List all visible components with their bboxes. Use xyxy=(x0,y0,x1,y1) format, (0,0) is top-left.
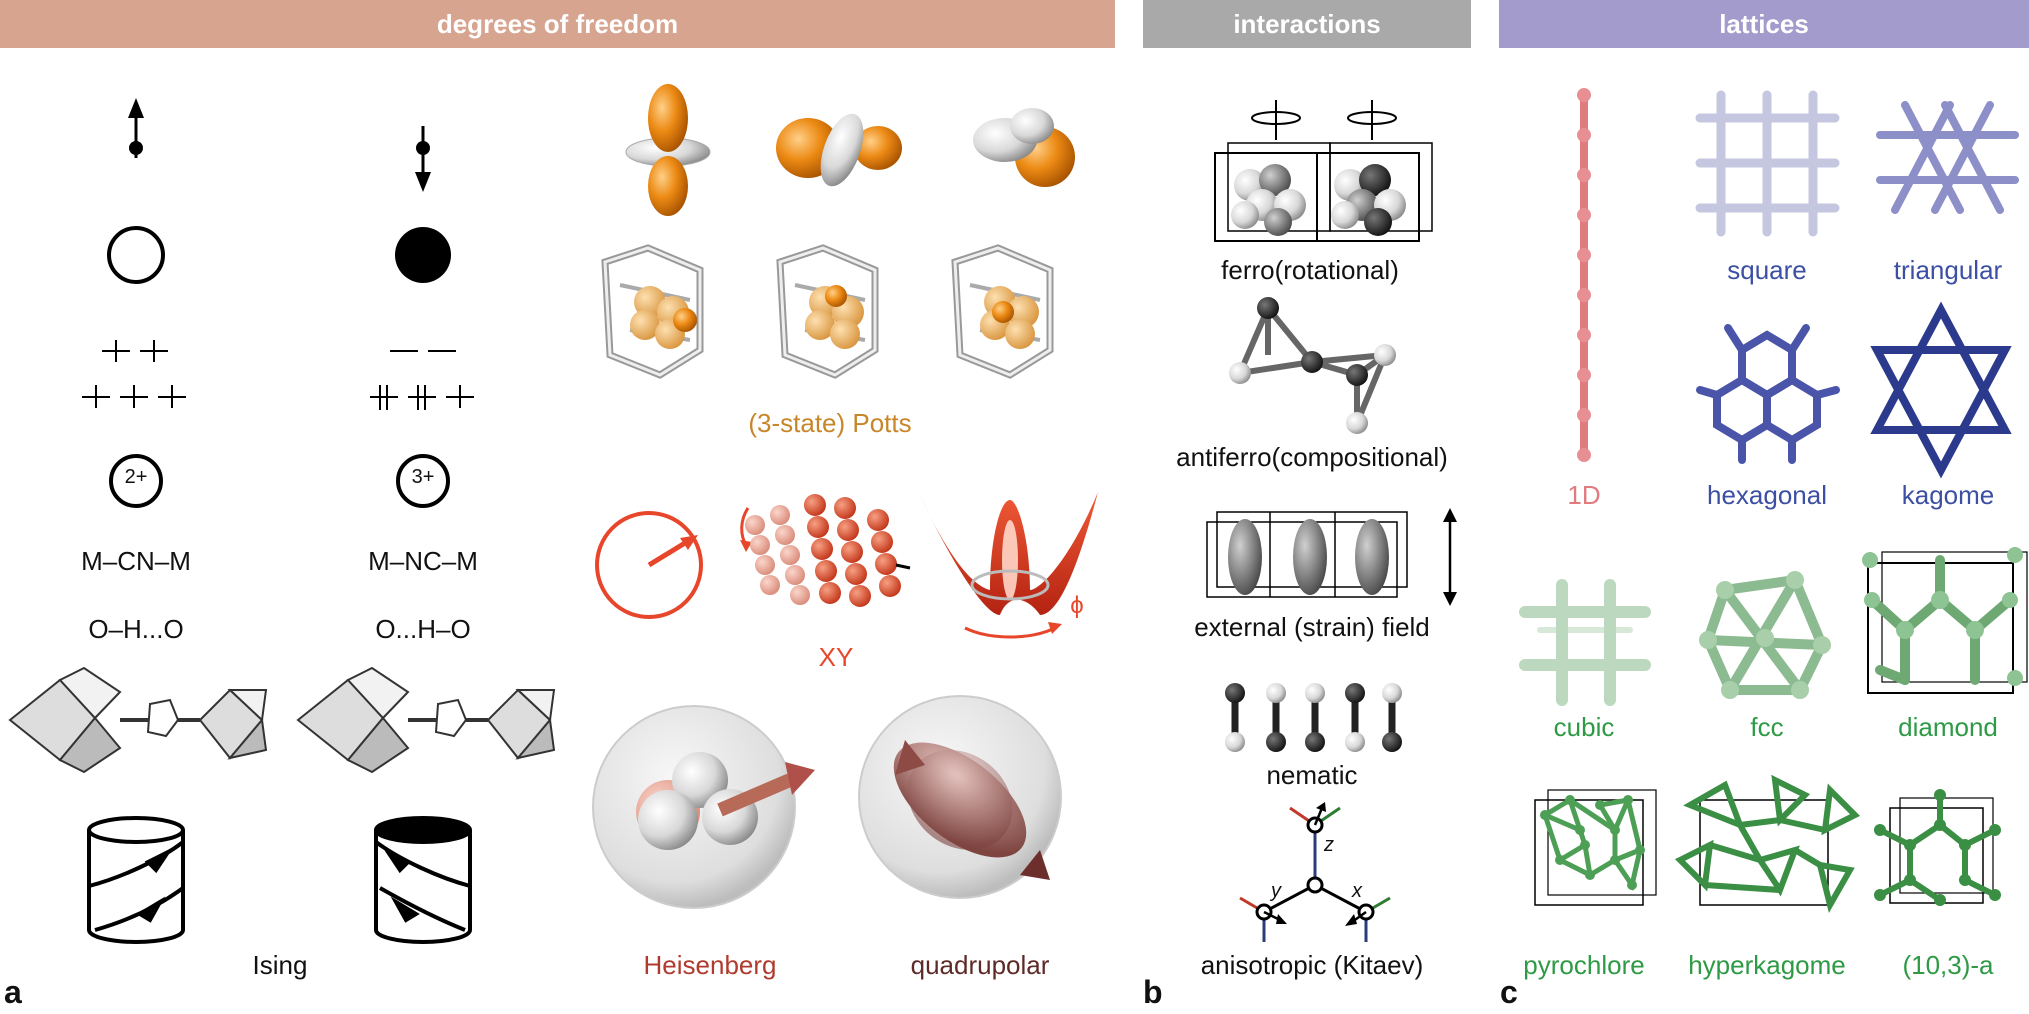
electron-config-left-icon xyxy=(82,340,186,408)
ferro-rotational-icon xyxy=(1214,100,1433,242)
heisenberg-label: Heisenberg xyxy=(643,950,777,980)
lattice-hyperkagome-icon xyxy=(1674,774,1861,913)
lattice-fcc-icon xyxy=(1699,571,1831,699)
axis-y-label: y xyxy=(1271,880,1281,902)
antiferro-compositional-icon xyxy=(1229,297,1396,434)
axis-x-label: x xyxy=(1352,880,1362,902)
lattice-diamond-icon xyxy=(1862,547,2028,694)
lattice-square-icon xyxy=(1695,90,1840,237)
orbital-rotated-2-icon xyxy=(973,108,1075,187)
lattice-srs-icon xyxy=(1874,789,2001,906)
lattice-square-label: square xyxy=(1727,255,1807,285)
charge-label-left: 2+ xyxy=(124,466,148,488)
charge-label-right: 3+ xyxy=(411,466,435,488)
phi-label: ϕ xyxy=(1070,592,1084,619)
filled-circle-icon xyxy=(395,227,451,283)
charge-circle-right xyxy=(396,454,450,508)
open-circle-icon xyxy=(107,226,165,284)
cyanide-link-left: M–CN–M xyxy=(81,546,191,576)
spin-up-icon xyxy=(128,98,144,158)
axis-z-label: z xyxy=(1324,834,1334,856)
panel-label-c: c xyxy=(1500,974,1518,1010)
xy-helix-icon xyxy=(740,494,911,607)
spin-down-icon xyxy=(415,126,431,192)
strain-field-icon xyxy=(1206,508,1457,606)
lattice-kagome-label: kagome xyxy=(1901,480,1995,510)
xy-mexican-hat-icon xyxy=(920,492,1098,639)
heisenberg-sphere-icon xyxy=(592,705,815,909)
header-degrees-of-freedom: degrees of freedom xyxy=(0,0,1115,48)
lattice-hexagonal-label: hexagonal xyxy=(1707,480,1827,510)
potts-cage-1-icon xyxy=(601,244,704,379)
bridged-cluster-right-icon xyxy=(296,666,556,774)
lattice-cubic-icon xyxy=(1519,579,1651,706)
potts-label: (3-state) Potts xyxy=(748,408,912,438)
strain-field-label: external (strain) field xyxy=(1194,612,1430,642)
cylinder-left-icon xyxy=(87,816,185,944)
electron-config-right-icon xyxy=(370,350,474,410)
lattice-fcc-label: fcc xyxy=(1750,712,1784,742)
lattice-cubic-label: cubic xyxy=(1553,712,1615,742)
xy-label: XY xyxy=(818,642,854,672)
orbital-rotated-1-icon xyxy=(776,113,902,187)
antiferro-compositional-label: antiferro(compositional) xyxy=(1176,442,1448,472)
header-interactions: interactions xyxy=(1143,0,1471,48)
nematic-label: nematic xyxy=(1266,760,1358,790)
lattice-srs-label: (10,3)-a xyxy=(1902,950,1994,980)
hbond-left: O–H...O xyxy=(88,614,184,644)
lattice-diamond-label: diamond xyxy=(1898,712,1998,742)
quadrupolar-label: quadrupolar xyxy=(910,950,1050,980)
quadrupolar-sphere-icon xyxy=(858,695,1062,899)
header-lattices: lattices xyxy=(1499,0,2029,48)
kitaev-label: anisotropic (Kitaev) xyxy=(1200,950,1424,980)
hbond-right: O...H–O xyxy=(375,614,471,644)
lattice-triangular-label: triangular xyxy=(1893,255,2003,285)
lattice-1d-icon xyxy=(1577,88,1591,462)
ferro-rotational-label: ferro(rotational) xyxy=(1221,255,1399,285)
potts-cage-2-icon xyxy=(776,244,879,379)
cyanide-link-right: M–NC–M xyxy=(368,546,478,576)
lattice-pyrochlore-label: pyrochlore xyxy=(1523,950,1645,980)
lattice-triangular-icon xyxy=(1876,101,2019,214)
orbital-dz2-icon xyxy=(625,84,711,216)
bridged-cluster-left-icon xyxy=(8,666,268,774)
lattice-hexagonal-icon xyxy=(1696,324,1840,464)
kitaev-honeycomb-icon xyxy=(1239,802,1391,942)
panel-label-a: a xyxy=(4,974,22,1010)
nematic-icon xyxy=(1225,683,1402,752)
lattice-pyrochlore-icon xyxy=(1534,789,1657,906)
potts-cage-3-icon xyxy=(951,244,1054,379)
lattice-1d-label: 1D xyxy=(1567,480,1601,510)
lattice-hyperkagome-label: hyperkagome xyxy=(1688,950,1846,980)
cylinder-right-icon xyxy=(374,816,472,944)
ising-label: Ising xyxy=(252,950,308,980)
lattice-kagome-icon xyxy=(1870,301,2012,479)
charge-circle-left xyxy=(109,454,163,508)
xy-rotor-icon xyxy=(595,511,703,619)
panel-label-b: b xyxy=(1143,974,1163,1010)
